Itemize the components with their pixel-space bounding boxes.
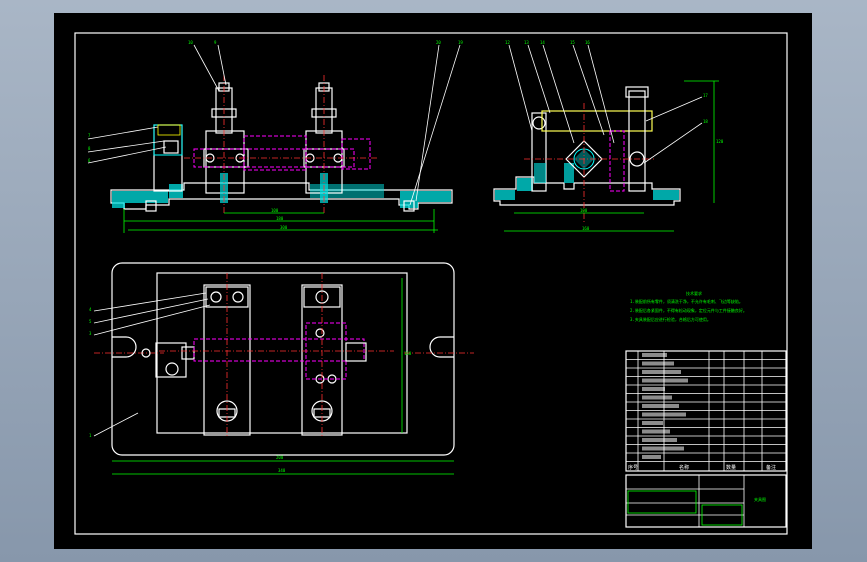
label-4: 4: [89, 307, 92, 312]
svg-text:120: 120: [716, 139, 724, 144]
parts-list-cell-text: [642, 404, 679, 408]
parts-list-cell-text: [642, 353, 667, 357]
table-col-qty: 数量: [726, 464, 736, 471]
table-col-seq: 序号: [628, 464, 638, 471]
sheet-border: [74, 32, 788, 535]
side-view: 160 100 120 12 13 14 15 16 17 18: [493, 40, 724, 232]
table-col-name: 名称: [679, 464, 689, 471]
parts-list-cell-text: [642, 412, 686, 417]
svg-text:100: 100: [271, 208, 279, 213]
parts-list-cell-text: [642, 378, 688, 383]
drawing-sheet[interactable]: 100 180 300 10 9 7 8 6 20 19: [54, 13, 812, 549]
table-col-remark: 备注: [766, 464, 776, 471]
top-view: 200 340 160 4 5 3 1: [89, 262, 474, 475]
label-9: 9: [214, 40, 217, 45]
label-7: 7: [88, 133, 91, 138]
tech-note-1: 1.装配前所有零件，须清洗干净，不允许有毛刺、飞边等缺陷。: [630, 298, 743, 304]
front-view: 100 180 300 10 9 7 8 6 20 19: [87, 40, 463, 233]
label-6: 6: [88, 158, 91, 163]
tech-notes: 技术要求 1.装配前所有零件，须清洗干净，不允许有毛刺、飞边等缺陷。 2.装配后…: [630, 290, 747, 322]
tech-note-3: 3.夹具装配后应进行检验，合格后方可使用。: [630, 316, 711, 322]
parts-list-cell-text: [642, 361, 674, 366]
parts-list-cell-text: [642, 370, 681, 374]
label-19: 19: [458, 40, 463, 45]
svg-text:160: 160: [404, 351, 412, 356]
label-16: 16: [585, 40, 590, 45]
parts-list: 序号 名称 数量 备注: [625, 350, 787, 472]
label-1: 1: [89, 433, 92, 438]
parts-list-cell-text: [642, 429, 670, 434]
parts-list-cell-text: [642, 395, 672, 400]
label-5: 5: [89, 319, 92, 324]
drawing-canvas: 100 180 300 10 9 7 8 6 20 19: [74, 32, 788, 535]
parts-list-cell-text: [642, 438, 677, 442]
title-block: 夹具图: [625, 474, 787, 528]
svg-text:100: 100: [580, 208, 588, 213]
svg-text:180: 180: [276, 216, 284, 221]
label-10: 10: [188, 40, 193, 45]
label-15: 15: [570, 40, 575, 45]
parts-list-cell-text: [642, 455, 661, 459]
label-13: 13: [524, 40, 529, 45]
label-12: 12: [505, 40, 510, 45]
label-14: 14: [540, 40, 545, 45]
label-17: 17: [703, 93, 708, 98]
label-18: 18: [703, 119, 708, 124]
label-20: 20: [436, 40, 441, 45]
title-block-name: 夹具图: [754, 496, 766, 502]
label-3: 3: [89, 331, 92, 336]
parts-list-cell-text: [642, 421, 663, 425]
svg-text:340: 340: [278, 468, 286, 473]
svg-text:200: 200: [276, 455, 284, 460]
svg-text:160: 160: [582, 226, 590, 231]
tech-note-2: 2.装配后各紧固件，不得有松动现象，定位元件与工件接触良好。: [630, 307, 747, 313]
parts-list-cell-text: [642, 446, 684, 451]
label-8: 8: [88, 146, 91, 151]
svg-text:300: 300: [280, 225, 288, 230]
tech-title: 技术要求: [686, 290, 702, 296]
parts-list-cell-text: [642, 387, 665, 391]
